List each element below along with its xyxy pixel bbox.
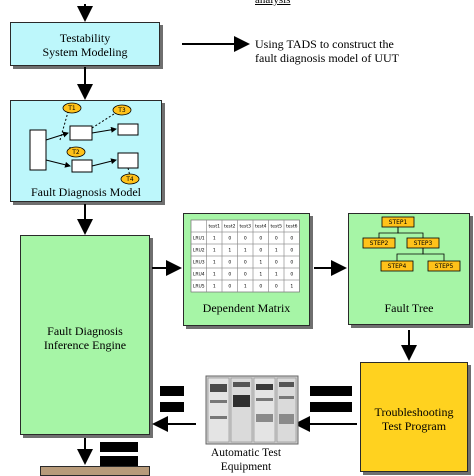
troubleshooting-box: Troubleshooting Test Program — [360, 362, 468, 472]
matrix-cell: LRU4 — [193, 272, 205, 278]
redacted-label-3 — [310, 386, 352, 396]
troubleshooting-label: Troubleshooting Test Program — [374, 405, 454, 433]
test-node-label: T1 — [67, 105, 76, 112]
matrix-cell: 0 — [259, 248, 262, 254]
matrix-cell: 0 — [244, 272, 247, 278]
test-node-label: T3 — [117, 107, 126, 114]
tree-node-step5 — [427, 260, 461, 272]
redacted-label-6 — [100, 456, 138, 466]
tads-note: Using TADS to construct the fault diagno… — [255, 37, 399, 65]
test-node-label: T4 — [125, 176, 134, 183]
test-node-t2 — [66, 146, 86, 158]
tree-node-step4 — [380, 260, 414, 272]
matrix-cell: 1 — [244, 284, 247, 290]
tree-link — [396, 248, 424, 261]
matrix-cell: 0 — [228, 272, 231, 278]
matrix-cell: 0 — [228, 260, 231, 266]
matrix-cell: 0 — [275, 260, 278, 266]
matrix-header-cell: test6 — [286, 224, 298, 230]
matrix-cell: 1 — [259, 272, 262, 278]
matrix-cell: 1 — [213, 236, 216, 242]
matrix-cell: 0 — [259, 284, 262, 290]
redacted-label-2 — [160, 402, 184, 412]
matrix-header-cell: test5 — [270, 224, 282, 230]
matrix-cell: 1 — [275, 272, 278, 278]
ate-equipment-image — [205, 375, 299, 445]
fault-tree-label: Fault Tree — [384, 301, 434, 315]
redacted-label-1 — [160, 386, 184, 396]
inference-engine-box: Fault Diagnosis Inference Engine — [20, 235, 150, 435]
tree-node-step3 — [406, 237, 440, 249]
model-block-2 — [69, 125, 93, 141]
model-block-5 — [117, 152, 139, 169]
test-node-t4 — [120, 173, 140, 185]
matrix-cell: 0 — [290, 272, 293, 278]
matrix-cell: 1 — [275, 248, 278, 254]
testability-system-modeling-label: Testability System Modeling — [42, 31, 128, 59]
test-node-t3 — [112, 104, 132, 116]
tree-node-label: STEP5 — [435, 263, 454, 270]
matrix-cell: 1 — [213, 284, 216, 290]
matrix-cell: LRU5 — [193, 284, 205, 290]
matrix-cell: LRU1 — [193, 236, 205, 242]
redacted-label-5 — [100, 442, 138, 452]
matrix-cell: 0 — [275, 236, 278, 242]
tree-link — [397, 227, 424, 238]
model-block-3 — [117, 123, 139, 136]
matrix-cell: 1 — [228, 248, 231, 254]
matrix-header-cell: test2 — [224, 224, 236, 230]
ate-label: Automatic Test Equipment — [210, 447, 282, 473]
matrix-header-cell: test1 — [208, 224, 220, 230]
matrix-cell: 0 — [259, 236, 262, 242]
matrix-header-cell: test3 — [239, 224, 251, 230]
matrix-cell: 0 — [290, 248, 293, 254]
redacted-label-4 — [310, 402, 352, 412]
matrix-cell: 1 — [259, 260, 262, 266]
tree-node-label: STEP2 — [370, 240, 389, 247]
matrix-cell: 1 — [213, 260, 216, 266]
inference-engine-label: Fault Diagnosis Inference Engine — [43, 324, 127, 352]
testability-system-modeling-box: Testability System Modeling — [10, 22, 160, 66]
matrix-cell: 1 — [290, 284, 293, 290]
matrix-cell: 0 — [228, 236, 231, 242]
matrix-cell: 1 — [244, 248, 247, 254]
test-node-label: T2 — [71, 149, 80, 156]
matrix-cell: 0 — [290, 236, 293, 242]
model-block-4 — [71, 159, 93, 173]
matrix-header-cell: test4 — [255, 224, 267, 230]
tree-node-label: STEP4 — [388, 263, 407, 270]
test-node-t1 — [62, 102, 82, 114]
tree-node-step1 — [381, 216, 415, 228]
matrix-cell: 1 — [213, 248, 216, 254]
top-note: analysis — [255, 0, 291, 6]
model-block-1 — [29, 129, 47, 171]
matrix-cell: 0 — [290, 260, 293, 266]
matrix-cell: LRU2 — [193, 248, 205, 254]
matrix-cell: 1 — [213, 272, 216, 278]
tree-node-step2 — [362, 237, 396, 249]
model-diagram — [29, 111, 139, 177]
tree-node-label: STEP3 — [414, 240, 433, 247]
matrix-cell: LRU3 — [193, 260, 205, 266]
tree-link — [378, 227, 399, 238]
fault-diagnosis-model-label: Fault Diagnosis Model — [31, 185, 141, 199]
tree-node-label: STEP1 — [389, 219, 408, 226]
tree-link — [422, 248, 445, 261]
matrix-cell: 0 — [228, 284, 231, 290]
dependent-matrix-label: Dependent Matrix — [202, 301, 291, 315]
matrix-cell: 0 — [244, 260, 247, 266]
matrix-cell: 0 — [244, 236, 247, 242]
matrix-cell: 0 — [275, 284, 278, 290]
